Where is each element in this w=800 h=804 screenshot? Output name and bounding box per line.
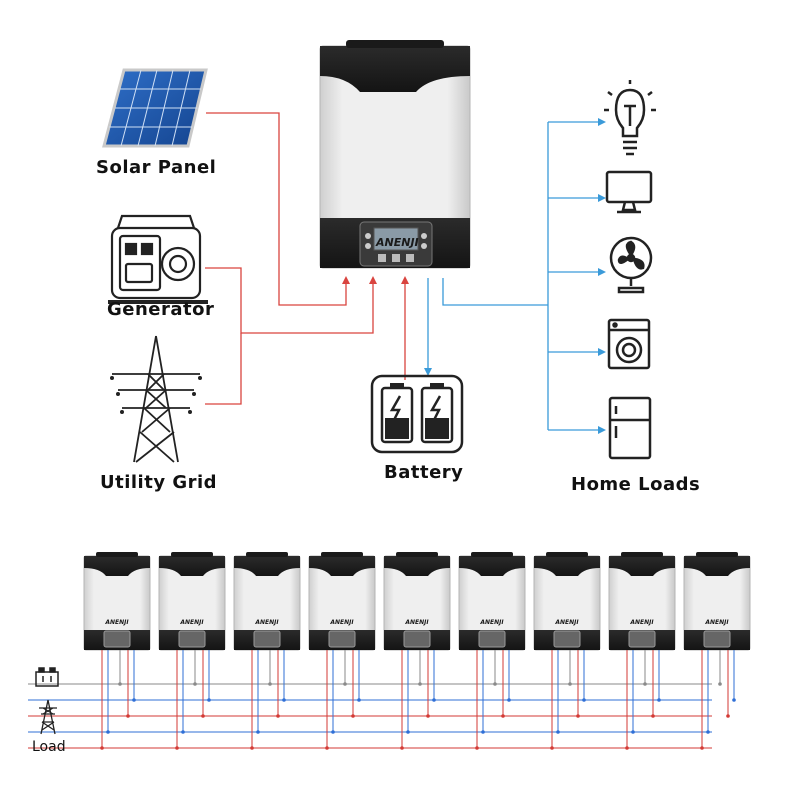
parallel-inverter-unit: ANENJI [83, 552, 151, 651]
parallel-bus-lines [28, 650, 736, 750]
junction-dot [556, 730, 560, 734]
junction-dot [268, 682, 272, 686]
junction-dot [201, 714, 205, 718]
input-connection-lines [205, 112, 406, 405]
unit-brand-logo: ANENJI [179, 619, 204, 626]
junction-dot [351, 714, 355, 718]
home-loads-label: Home Loads [571, 474, 701, 495]
junction-dot [126, 714, 130, 718]
main-inverter [319, 40, 471, 269]
battery-label: Battery [384, 462, 464, 483]
generator-label: Generator [107, 299, 215, 320]
junction-dot [481, 730, 485, 734]
junction-dot [706, 730, 710, 734]
utility-grid-label: Utility Grid [100, 472, 218, 493]
junction-dot [175, 746, 179, 750]
inverter-brand-logo: ANENJI [376, 236, 419, 249]
monitor-icon [605, 170, 653, 214]
junction-dot [193, 682, 197, 686]
junction-dot [625, 746, 629, 750]
parallel-inverter-unit: ANENJI [383, 552, 451, 651]
parallel-inverter-unit: ANENJI [308, 552, 376, 651]
parallel-inverter-unit: ANENJI [233, 552, 301, 651]
junction-dot [132, 698, 136, 702]
parallel-inverter-units: ANENJI ANENJI ANENJI ANENJI ANENJI ANENJI ANEN… [83, 552, 751, 651]
junction-dot [426, 714, 430, 718]
junction-dot [400, 746, 404, 750]
arrowheads-blue [424, 118, 606, 434]
unit-brand-logo: ANENJI [404, 619, 429, 626]
arrowheads-red [342, 276, 409, 284]
junction-dot [643, 682, 647, 686]
junction-dot [550, 746, 554, 750]
junction-dot [357, 698, 361, 702]
junction-dot [582, 698, 586, 702]
junction-dot [726, 714, 730, 718]
utility-grid-tower-icon [110, 335, 202, 463]
load-label: Load [32, 739, 66, 755]
junction-dot [276, 714, 280, 718]
junction-dot [250, 746, 254, 750]
parallel-inverter-unit: ANENJI [158, 552, 226, 651]
junction-dot [568, 682, 572, 686]
junction-dot [118, 682, 122, 686]
unit-brand-logo: ANENJI [554, 619, 579, 626]
unit-brand-logo: ANENJI [479, 619, 504, 626]
junction-dot [343, 682, 347, 686]
junction-dot [657, 698, 661, 702]
junction-dot [282, 698, 286, 702]
small-grid-tower-icon [39, 699, 57, 735]
generator-icon [108, 214, 208, 304]
junction-dot [418, 682, 422, 686]
junction-dot [325, 746, 329, 750]
junction-dot [475, 746, 479, 750]
junction-dot [732, 698, 736, 702]
junction-dot [100, 746, 104, 750]
unit-brand-logo: ANENJI [629, 619, 654, 626]
unit-brand-logo: ANENJI [704, 619, 729, 626]
battery-bank-icon [35, 667, 59, 687]
solar-panel-label: Solar Panel [96, 157, 217, 178]
unit-brand-logo: ANENJI [329, 619, 354, 626]
junction-dot [576, 714, 580, 718]
parallel-inverter-unit: ANENJI [608, 552, 676, 651]
light-bulb-icon [604, 80, 656, 156]
junction-dot [651, 714, 655, 718]
parallel-inverter-unit: ANENJI [458, 552, 526, 651]
junction-dot [256, 730, 260, 734]
junction-dot [406, 730, 410, 734]
junction-dot [507, 698, 511, 702]
junction-dot [493, 682, 497, 686]
junction-dot [700, 746, 704, 750]
battery-icon [370, 374, 464, 454]
junction-dot [106, 730, 110, 734]
junction-dot [181, 730, 185, 734]
junction-dot [718, 682, 722, 686]
junction-dot [432, 698, 436, 702]
parallel-inverter-unit: ANENJI [683, 552, 751, 651]
unit-brand-logo: ANENJI [104, 619, 129, 626]
washing-machine-icon [607, 318, 651, 370]
solar-panel-icon [102, 68, 208, 148]
junction-dot [207, 698, 211, 702]
junction-dot [501, 714, 505, 718]
unit-brand-logo: ANENJI [254, 619, 279, 626]
fan-icon [609, 236, 653, 294]
junction-dot [331, 730, 335, 734]
output-connection-lines [427, 121, 600, 431]
junction-dot [631, 730, 635, 734]
refrigerator-icon [608, 396, 652, 460]
parallel-inverter-unit: ANENJI [533, 552, 601, 651]
